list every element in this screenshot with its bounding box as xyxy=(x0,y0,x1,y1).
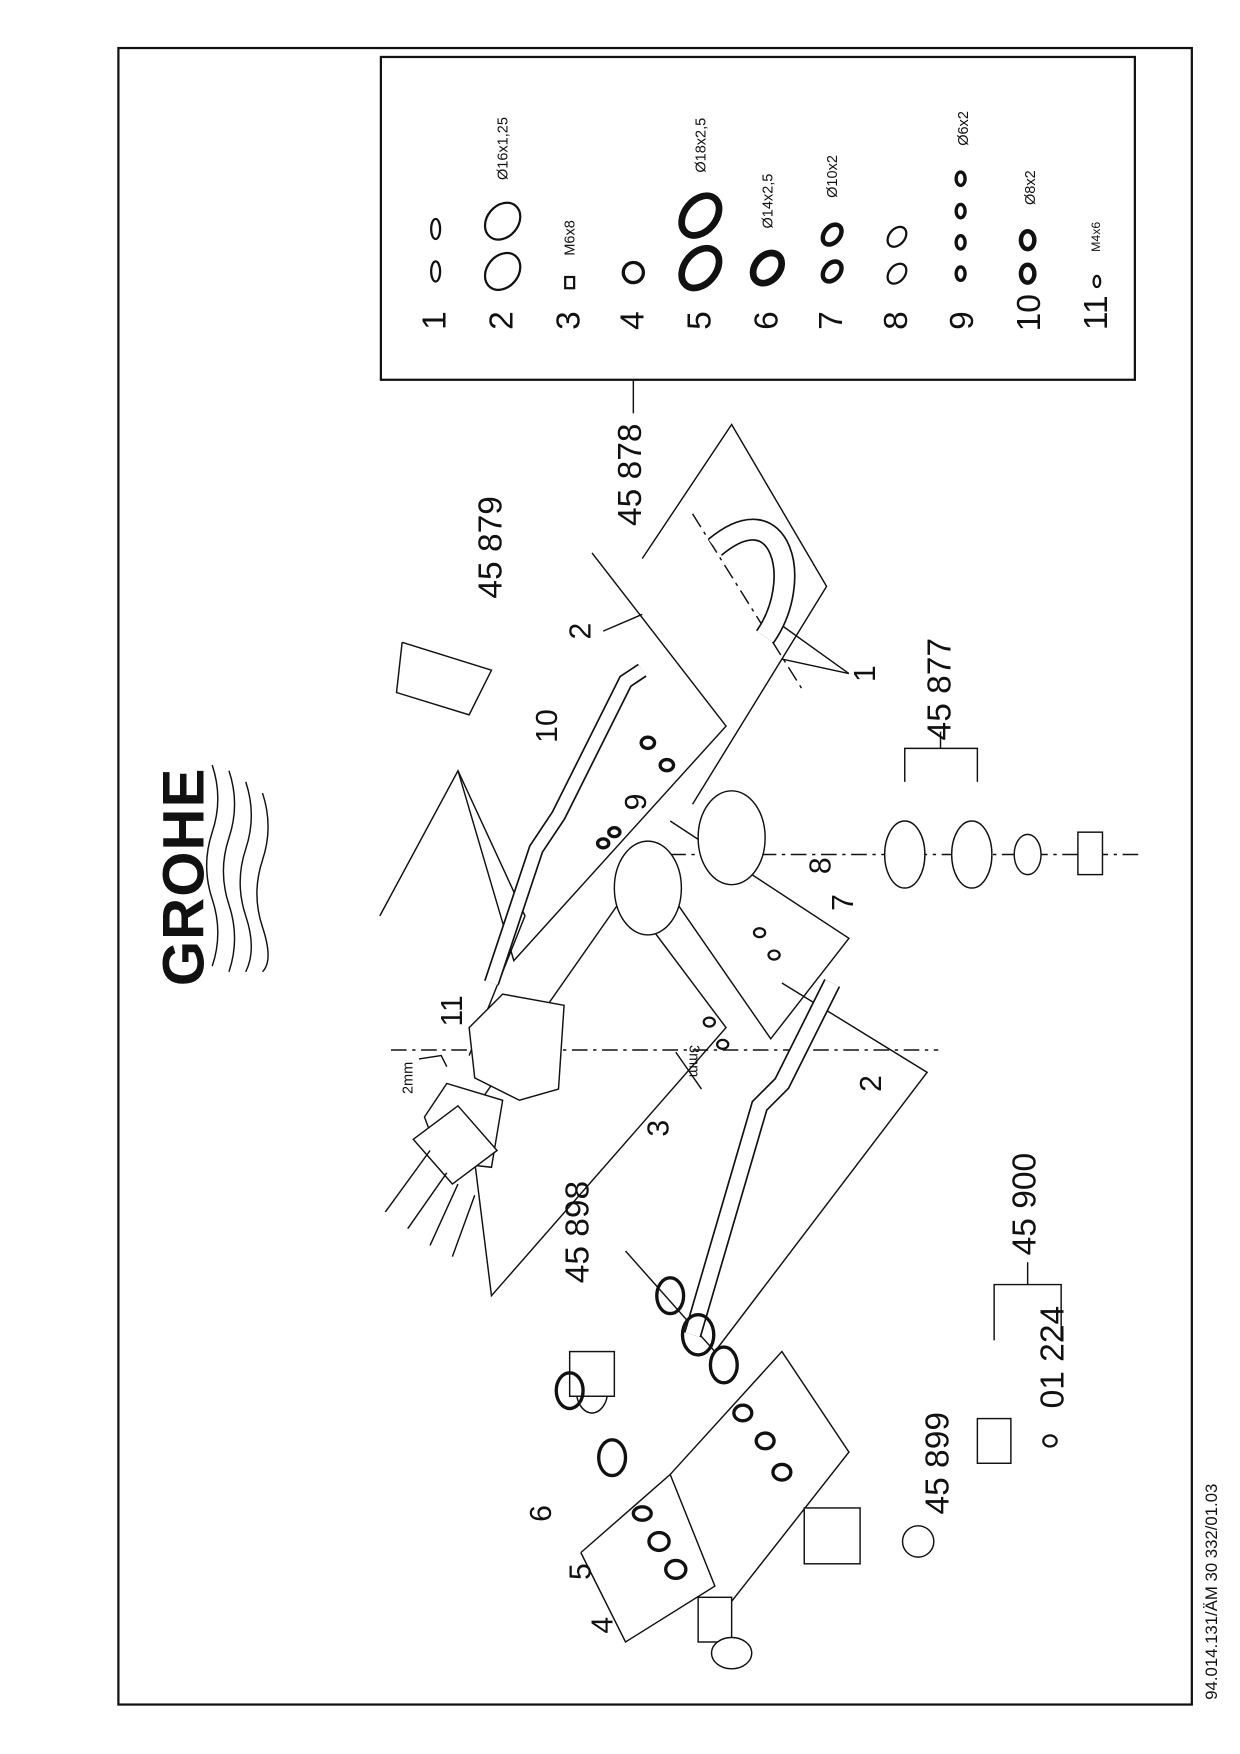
o-ring-icon xyxy=(483,251,522,291)
o-ring-icon xyxy=(483,201,522,241)
legend-number: 5 xyxy=(681,311,719,330)
legend-spec: M4x6 xyxy=(1090,221,1104,252)
callout-2: 2 xyxy=(563,622,598,640)
legend-number: 1 xyxy=(416,311,454,330)
o-ring-icon xyxy=(954,202,967,220)
o-ring-icon xyxy=(820,259,844,284)
callout-4: 4 xyxy=(585,1616,620,1634)
hex-key-2mm-label: 2mm xyxy=(399,1061,417,1095)
legend-number: 8 xyxy=(877,311,915,330)
callout-6: 6 xyxy=(524,1505,558,1522)
callout-5: 5 xyxy=(563,1563,598,1581)
hex-key-3mm-label: 3mm xyxy=(686,1045,704,1078)
legend-number: 4 xyxy=(614,311,652,330)
legend-number: 11 xyxy=(1077,295,1115,331)
legend-spec: Ø14x2,5 xyxy=(759,173,776,229)
washer-icon xyxy=(886,262,908,285)
legend-spec: M6x8 xyxy=(561,220,579,256)
callout-8: 8 xyxy=(803,857,838,875)
document-code: 94.014.131/ÄM 30 332/01.03 xyxy=(1202,1483,1222,1700)
part-number-45879: 45 879 xyxy=(472,496,510,599)
legend-number: 9 xyxy=(943,311,981,330)
legend-spec: Ø6x2 xyxy=(954,111,972,146)
o-ring-icon xyxy=(820,222,844,247)
legend-spec: Ø16x1,25 xyxy=(494,117,512,181)
callout-10: 10 xyxy=(530,709,564,743)
washer-icon xyxy=(886,225,908,248)
legend-number: 10 xyxy=(1010,294,1048,332)
callout-3: 3 xyxy=(641,1119,676,1137)
part-number-45900: 45 900 xyxy=(1006,1152,1044,1256)
parts-legend xyxy=(379,55,1136,381)
callout-2: 2 xyxy=(853,1075,888,1092)
callout-1: 1 xyxy=(848,665,882,682)
o-ring-icon xyxy=(1018,228,1037,252)
o-ring-icon xyxy=(678,192,723,239)
part-number-45877: 45 877 xyxy=(921,637,959,741)
grub-screw-icon xyxy=(564,275,576,290)
legend-number: 6 xyxy=(748,311,786,330)
legend-number: 7 xyxy=(813,311,851,330)
part-number-01224: 01 224 xyxy=(1034,1305,1072,1409)
part-number-45899: 45 899 xyxy=(919,1412,957,1515)
grohe-logo: GROHE xyxy=(151,767,217,987)
callout-9: 9 xyxy=(619,793,653,811)
o-ring-icon xyxy=(749,249,786,287)
o-ring-icon xyxy=(954,234,967,251)
callout-7: 7 xyxy=(826,894,860,911)
legend-spec: Ø10x2 xyxy=(823,155,841,198)
part-number-45878: 45 878 xyxy=(612,423,649,526)
screw-icon xyxy=(1092,274,1102,289)
part-number-45898: 45 898 xyxy=(559,1180,597,1284)
legend-number: 3 xyxy=(550,311,588,330)
legend-part-icons xyxy=(430,170,1102,292)
legend-spec: Ø8x2 xyxy=(1021,170,1039,206)
o-ring-icon xyxy=(1018,262,1037,285)
screw-icon xyxy=(430,260,442,283)
o-ring-icon xyxy=(954,170,967,188)
legend-spec: Ø18x2,5 xyxy=(691,117,709,173)
screw-icon xyxy=(430,217,442,241)
page-frame xyxy=(117,46,1193,1706)
cover-45879 xyxy=(395,641,493,716)
legend-number: 2 xyxy=(483,311,521,330)
o-ring-icon xyxy=(954,265,967,283)
o-ring-icon xyxy=(678,244,723,292)
filter-icon xyxy=(621,260,646,285)
callout-11: 11 xyxy=(435,995,469,1027)
